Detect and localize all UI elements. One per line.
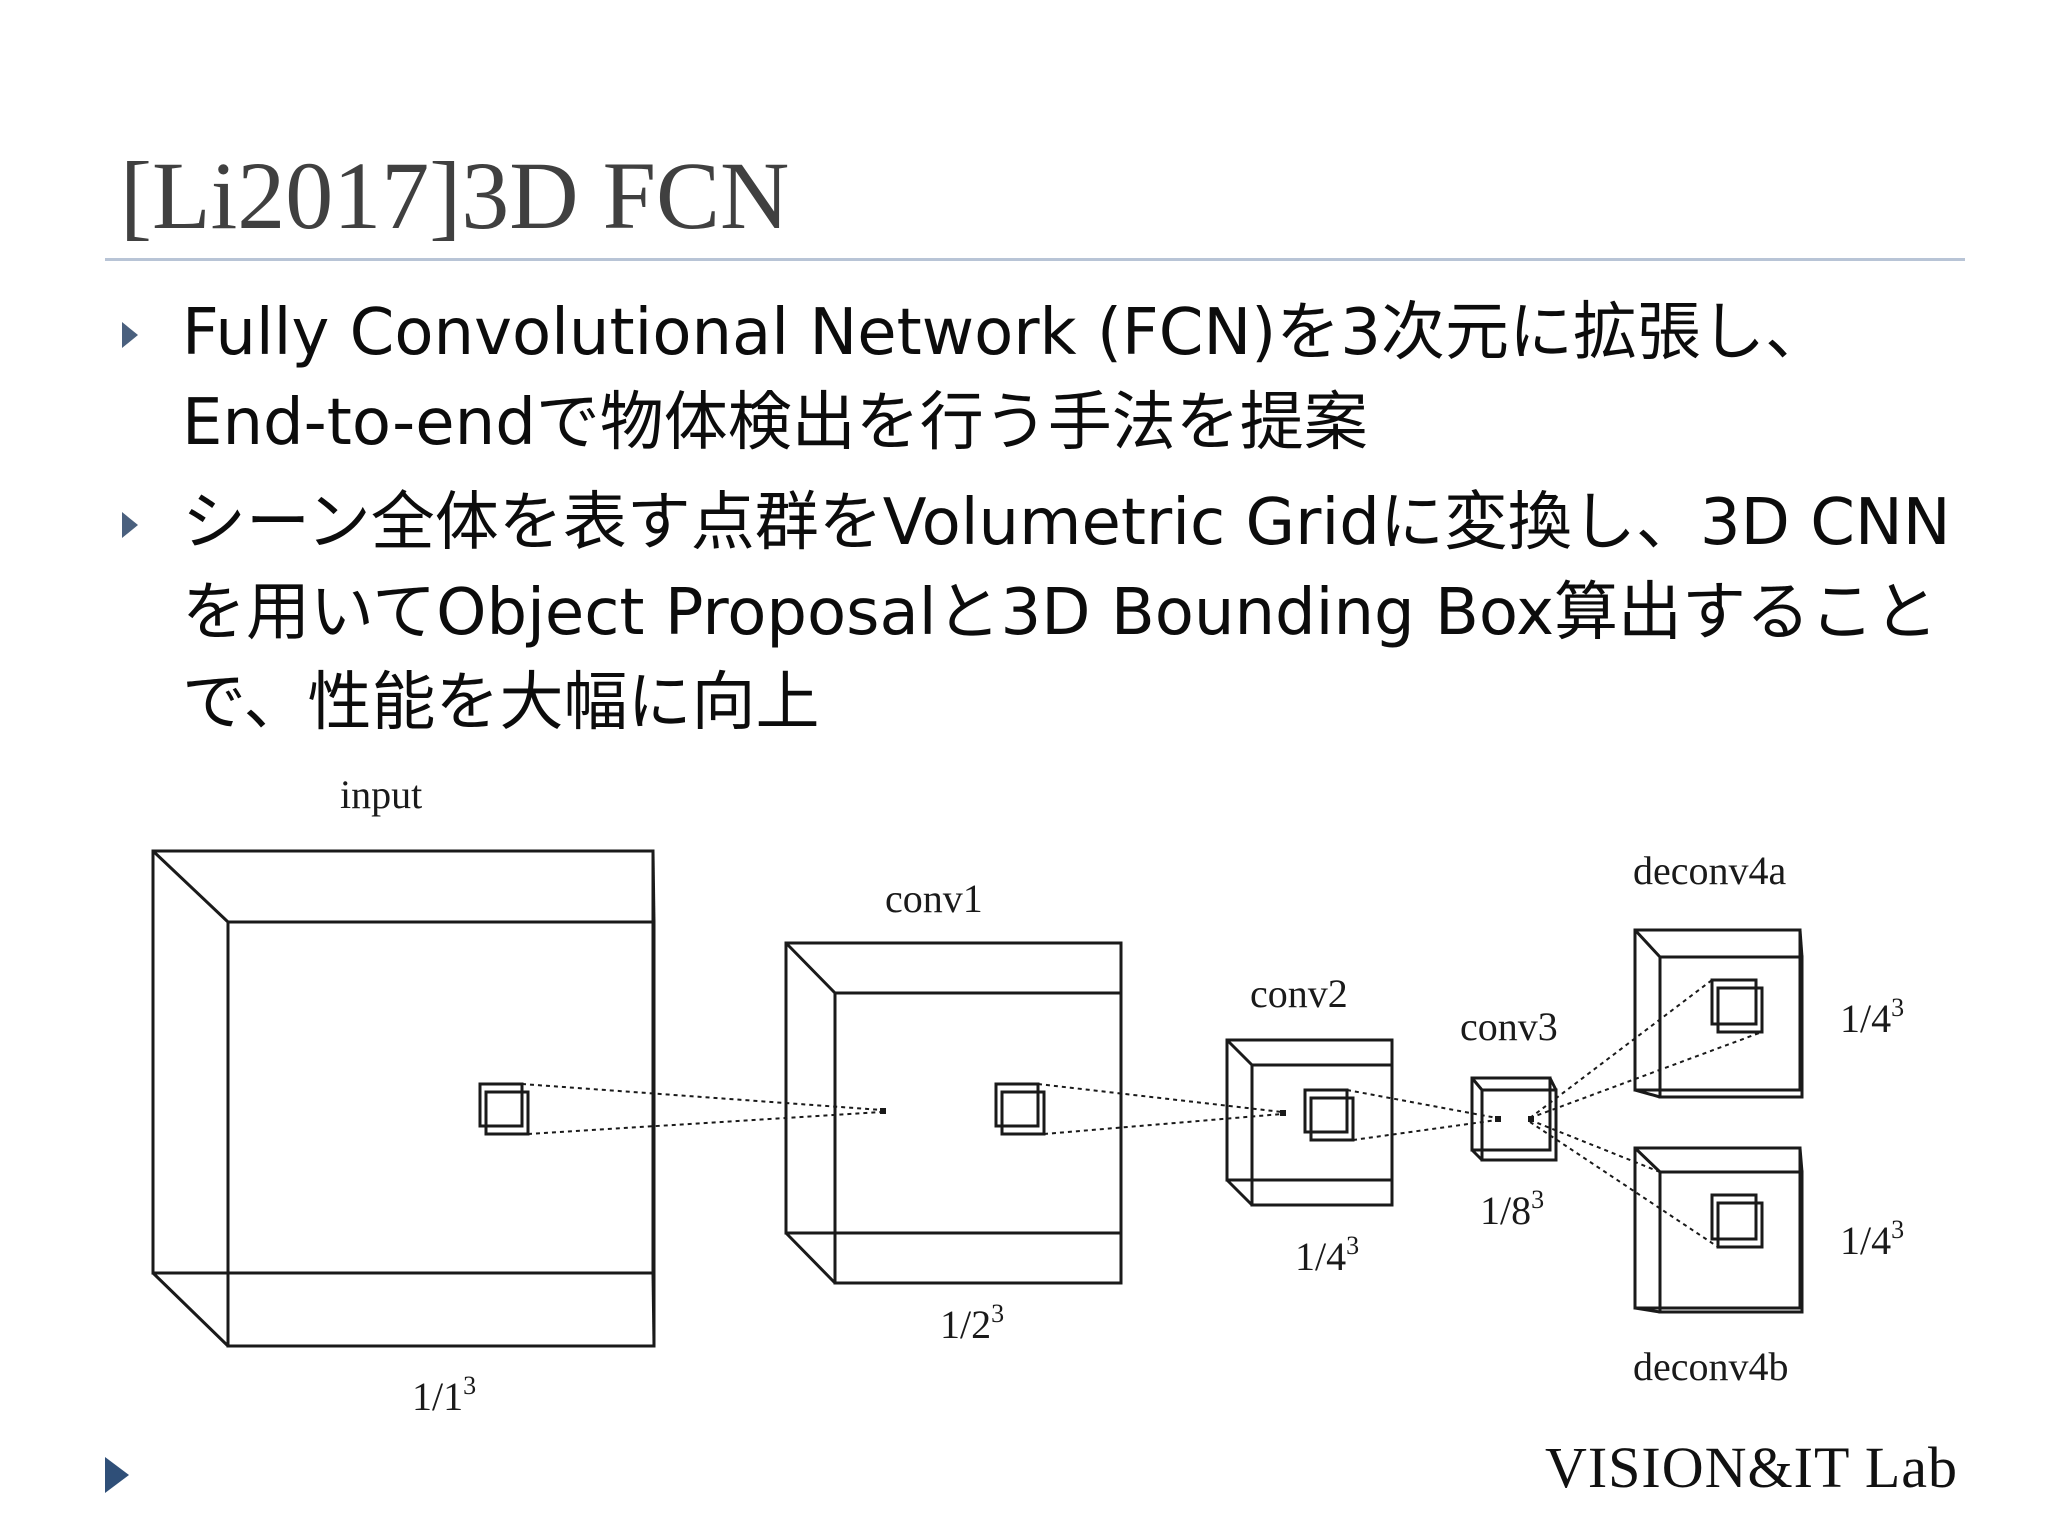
bullet-text-1: Fully Convolutional Network (FCN)を3次元に拡張… xyxy=(182,296,1829,460)
receptive-field-lines xyxy=(521,979,1763,1248)
scale-conv3: 1/83 xyxy=(1480,1185,1544,1233)
scale-deconv4a: 1/43 xyxy=(1840,993,1904,1041)
label-deconv4b: deconv4b xyxy=(1633,1344,1789,1389)
footer-marker-icon xyxy=(105,1457,129,1493)
cube-deconv4a xyxy=(1633,928,1804,1099)
label-conv2: conv2 xyxy=(1250,971,1348,1016)
label-input: input xyxy=(340,772,422,817)
slide-title: [Li2017]3D FCN xyxy=(120,142,790,249)
kernel-cube-deconv4b xyxy=(1710,1193,1764,1249)
kernel-cube-deconv4a xyxy=(1710,978,1764,1034)
label-deconv4a: deconv4a xyxy=(1633,848,1787,893)
lab-logo: VISION&IT Lab xyxy=(1544,1435,1958,1500)
bullet-text-2: シーン全体を表す点群をVolumetric Gridに変換し、3D CNNを用い… xyxy=(182,486,1951,740)
cube-conv1 xyxy=(784,941,1123,1285)
cube-input xyxy=(151,849,656,1348)
cube-conv2 xyxy=(1225,1038,1394,1207)
network-architecture-figure: input conv1 conv2 conv3 deconv4a deconv4… xyxy=(151,772,1904,1419)
scale-input: 1/13 xyxy=(412,1371,476,1419)
cube-deconv4b xyxy=(1633,1146,1804,1314)
scale-conv2: 1/43 xyxy=(1295,1231,1359,1279)
bullet-icon xyxy=(122,322,138,348)
bullet-icon xyxy=(122,512,138,538)
title-divider xyxy=(105,258,1965,261)
kernel-cube-conv2 xyxy=(1303,1088,1355,1142)
scale-conv1: 1/23 xyxy=(940,1299,1004,1347)
kernel-cube-conv1 xyxy=(994,1082,1046,1136)
cube-conv3 xyxy=(1470,1076,1558,1162)
kernel-cube-input xyxy=(478,1082,530,1136)
scale-deconv4b: 1/43 xyxy=(1840,1215,1904,1263)
label-conv1: conv1 xyxy=(885,876,983,921)
label-conv3: conv3 xyxy=(1460,1004,1558,1049)
receptive-field-points xyxy=(880,1108,1534,1122)
